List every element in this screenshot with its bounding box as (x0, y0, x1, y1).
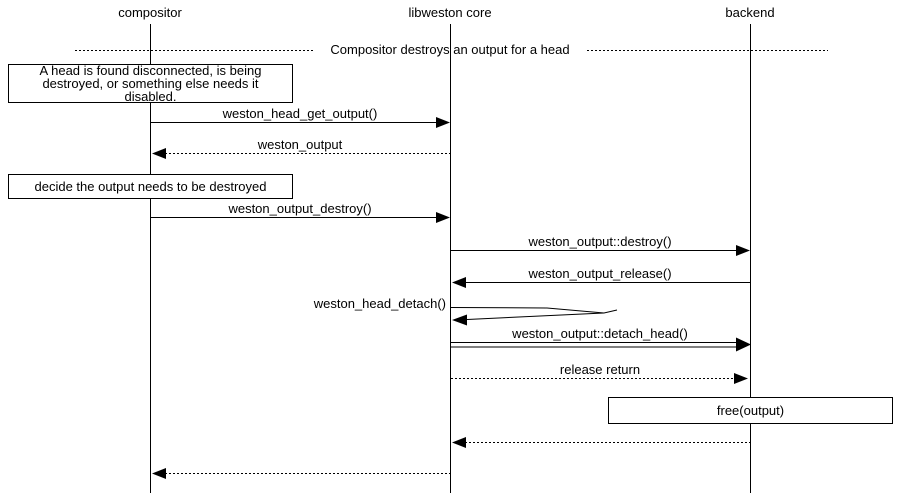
actor-label-backend: backend (725, 5, 775, 20)
arrow-backend-destroy (451, 245, 750, 256)
message-label-output-destroy: weston_output_destroy() (228, 201, 372, 216)
arrowhead-left (152, 148, 166, 159)
note-head-disconnected: A head is found disconnected, is being d… (8, 64, 293, 103)
arrowhead-left (152, 468, 166, 479)
note-decide-destroy: decide the output needs to be destroyed (8, 174, 293, 199)
arrowhead-right (436, 117, 450, 128)
arrow-output-release (452, 277, 750, 288)
arrowhead-right (736, 245, 750, 256)
message-label-head-detach: weston_head_detach() (313, 296, 446, 311)
arrowhead-right (736, 337, 751, 352)
arrowhead-left (452, 314, 467, 326)
arrow-head-detach-self (450, 307, 618, 326)
actor-label-compositor: compositor (118, 5, 182, 20)
arrow-head-get-output (151, 117, 450, 128)
arrowhead-left (452, 437, 466, 448)
arrow-return-to-compositor (152, 468, 450, 479)
message-label-release-return: release return (559, 362, 641, 377)
divider-label: Compositor destroys an output for a head (330, 42, 570, 57)
message-label-backend-destroy: weston_output::destroy() (528, 234, 672, 249)
arrow-weston-output-return (152, 148, 450, 159)
arrow-detach-head (451, 337, 751, 352)
message-label-output-release: weston_output_release() (528, 266, 672, 281)
message-label-detach-head: weston_output::detach_head() (512, 326, 688, 341)
note-free-output: free(output) (608, 397, 893, 424)
actor-label-libweston-core: libweston core (408, 5, 492, 20)
arrowhead-left (452, 277, 466, 288)
arrow-return-to-libweston (452, 437, 750, 448)
message-label-head-get-output: weston_head_get_output() (222, 106, 378, 121)
arrow-release-return (451, 373, 748, 384)
arrowhead-right (734, 373, 748, 384)
arrowhead-right (436, 212, 450, 223)
arrow-output-destroy (151, 212, 450, 223)
message-label-weston-output-return: weston_output (257, 137, 343, 152)
